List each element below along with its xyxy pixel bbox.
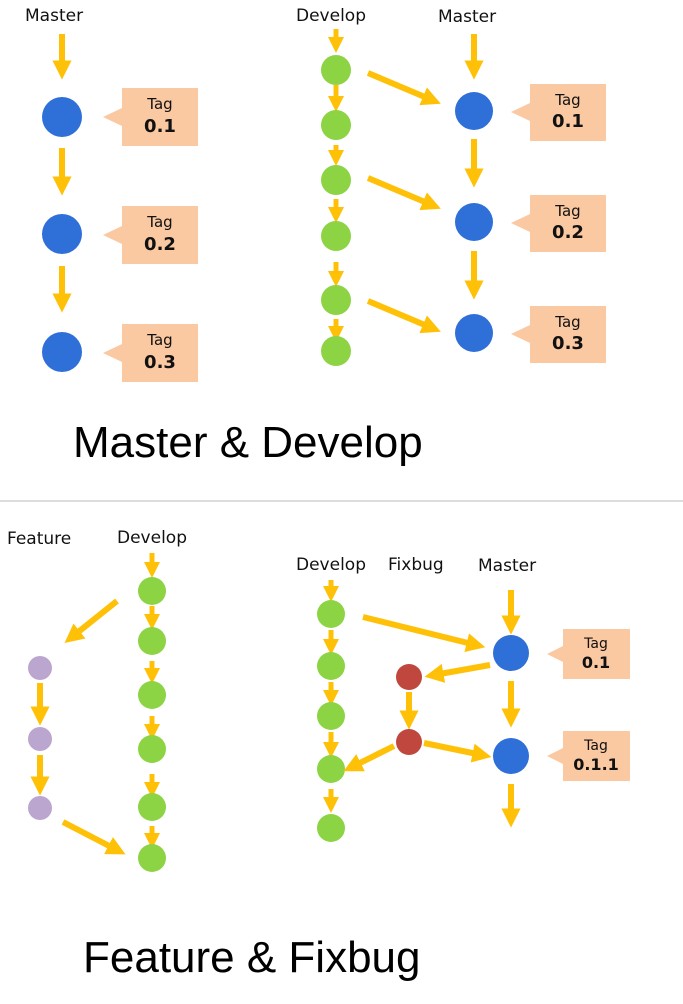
- section-title-master-develop: Master & Develop: [73, 418, 423, 467]
- tag-callout: Tag 0.3: [103, 324, 198, 382]
- develop-commit-node: [138, 577, 166, 605]
- top-section: Master Develop Master Tag 0.1 Tag 0.2: [25, 6, 606, 467]
- master-commit-node: [42, 214, 82, 254]
- left-master-nodes: [42, 97, 82, 372]
- develop-label-left: Develop: [117, 528, 187, 548]
- develop-commit-node: [321, 165, 351, 195]
- develop-commit-node: [138, 844, 166, 872]
- arrow: [423, 740, 492, 763]
- tag-callout: Tag 0.1.1: [547, 731, 630, 781]
- bottom-tags: Tag 0.1 Tag 0.1.1: [547, 629, 630, 781]
- tag-version: 0.3: [552, 333, 584, 354]
- develop-label-right: Develop: [296, 555, 366, 575]
- tag-callout: Tag 0.2: [511, 195, 606, 252]
- master-commit-node: [493, 738, 529, 774]
- feature-label: Feature: [7, 529, 71, 549]
- master-nodes-bottom: [493, 635, 529, 774]
- develop-commit-node: [321, 336, 351, 366]
- fixbug-commit-node: [396, 729, 422, 755]
- master-commit-node: [455, 203, 493, 241]
- tag-version: 0.1: [582, 653, 610, 672]
- master-commit-node: [42, 332, 82, 372]
- arrow: [366, 298, 441, 334]
- tag-word: Tag: [146, 213, 172, 231]
- develop-nodes: [321, 55, 351, 366]
- master-label: Master: [478, 556, 536, 576]
- develop-left-nodes: [138, 577, 166, 872]
- fixbug-flow-arrows: [343, 590, 521, 828]
- arrow: [343, 743, 396, 772]
- tag-version: 0.1.1: [573, 755, 619, 774]
- feature-commit-node: [28, 727, 52, 751]
- develop-label: Develop: [296, 6, 366, 26]
- tag-word: Tag: [146, 95, 172, 113]
- tag-word: Tag: [583, 636, 608, 652]
- fixbug-nodes: [396, 664, 422, 755]
- develop-commit-node: [317, 600, 345, 628]
- develop-commit-node: [317, 814, 345, 842]
- develop-commit-node: [317, 702, 345, 730]
- tag-version: 0.3: [144, 352, 176, 373]
- develop-commit-node: [321, 285, 351, 315]
- feature-commit-node: [28, 796, 52, 820]
- arrow: [64, 598, 119, 643]
- feature-nodes: [28, 656, 52, 820]
- master-commit-node: [42, 97, 82, 137]
- fixbug-commit-node: [396, 664, 422, 690]
- tag-version: 0.1: [552, 111, 584, 132]
- bottom-section: Feature Develop Develop Fixbug Master: [7, 528, 630, 982]
- section-title-feature-fixbug: Feature & Fixbug: [83, 933, 421, 982]
- arrow: [366, 70, 441, 106]
- develop-commit-node: [138, 735, 166, 763]
- develop-commit-node: [321, 55, 351, 85]
- arrow: [362, 614, 486, 653]
- develop-commit-node: [138, 793, 166, 821]
- fixbug-label: Fixbug: [388, 555, 444, 575]
- tag-callout: Tag 0.1: [547, 629, 630, 679]
- tag-version: 0.1: [144, 116, 176, 137]
- feature-commit-node: [28, 656, 52, 680]
- develop-commit-node: [321, 110, 351, 140]
- arrow: [61, 819, 126, 855]
- right-tags: Tag 0.1 Tag 0.2 Tag 0.3: [511, 84, 606, 363]
- left-tags: Tag 0.1 Tag 0.2 Tag 0.3: [103, 88, 198, 382]
- left-master-label: Master: [25, 6, 83, 26]
- arrow: [424, 662, 491, 683]
- tag-word: Tag: [583, 738, 608, 754]
- tag-callout: Tag 0.2: [103, 206, 198, 264]
- develop-right-nodes: [317, 600, 345, 842]
- tag-version: 0.2: [144, 234, 176, 255]
- arrow: [366, 175, 441, 211]
- develop-commit-node: [321, 221, 351, 251]
- tag-callout: Tag 0.1: [103, 88, 198, 146]
- tag-word: Tag: [146, 331, 172, 349]
- right-master-nodes: [455, 92, 493, 352]
- master-commit-node: [455, 92, 493, 130]
- right-master-label: Master: [438, 7, 496, 27]
- tag-word: Tag: [554, 91, 580, 109]
- tag-callout: Tag 0.3: [511, 306, 606, 363]
- tag-word: Tag: [554, 202, 580, 220]
- develop-commit-node: [138, 627, 166, 655]
- tag-version: 0.2: [552, 222, 584, 243]
- master-commit-node: [493, 635, 529, 671]
- merge-arrows: [366, 70, 441, 334]
- master-commit-node: [455, 314, 493, 352]
- tag-word: Tag: [554, 313, 580, 331]
- tag-callout: Tag 0.1: [511, 84, 606, 141]
- develop-commit-node: [317, 652, 345, 680]
- develop-commit-node: [138, 681, 166, 709]
- develop-commit-node: [317, 755, 345, 783]
- feature-arrows: [30, 598, 126, 855]
